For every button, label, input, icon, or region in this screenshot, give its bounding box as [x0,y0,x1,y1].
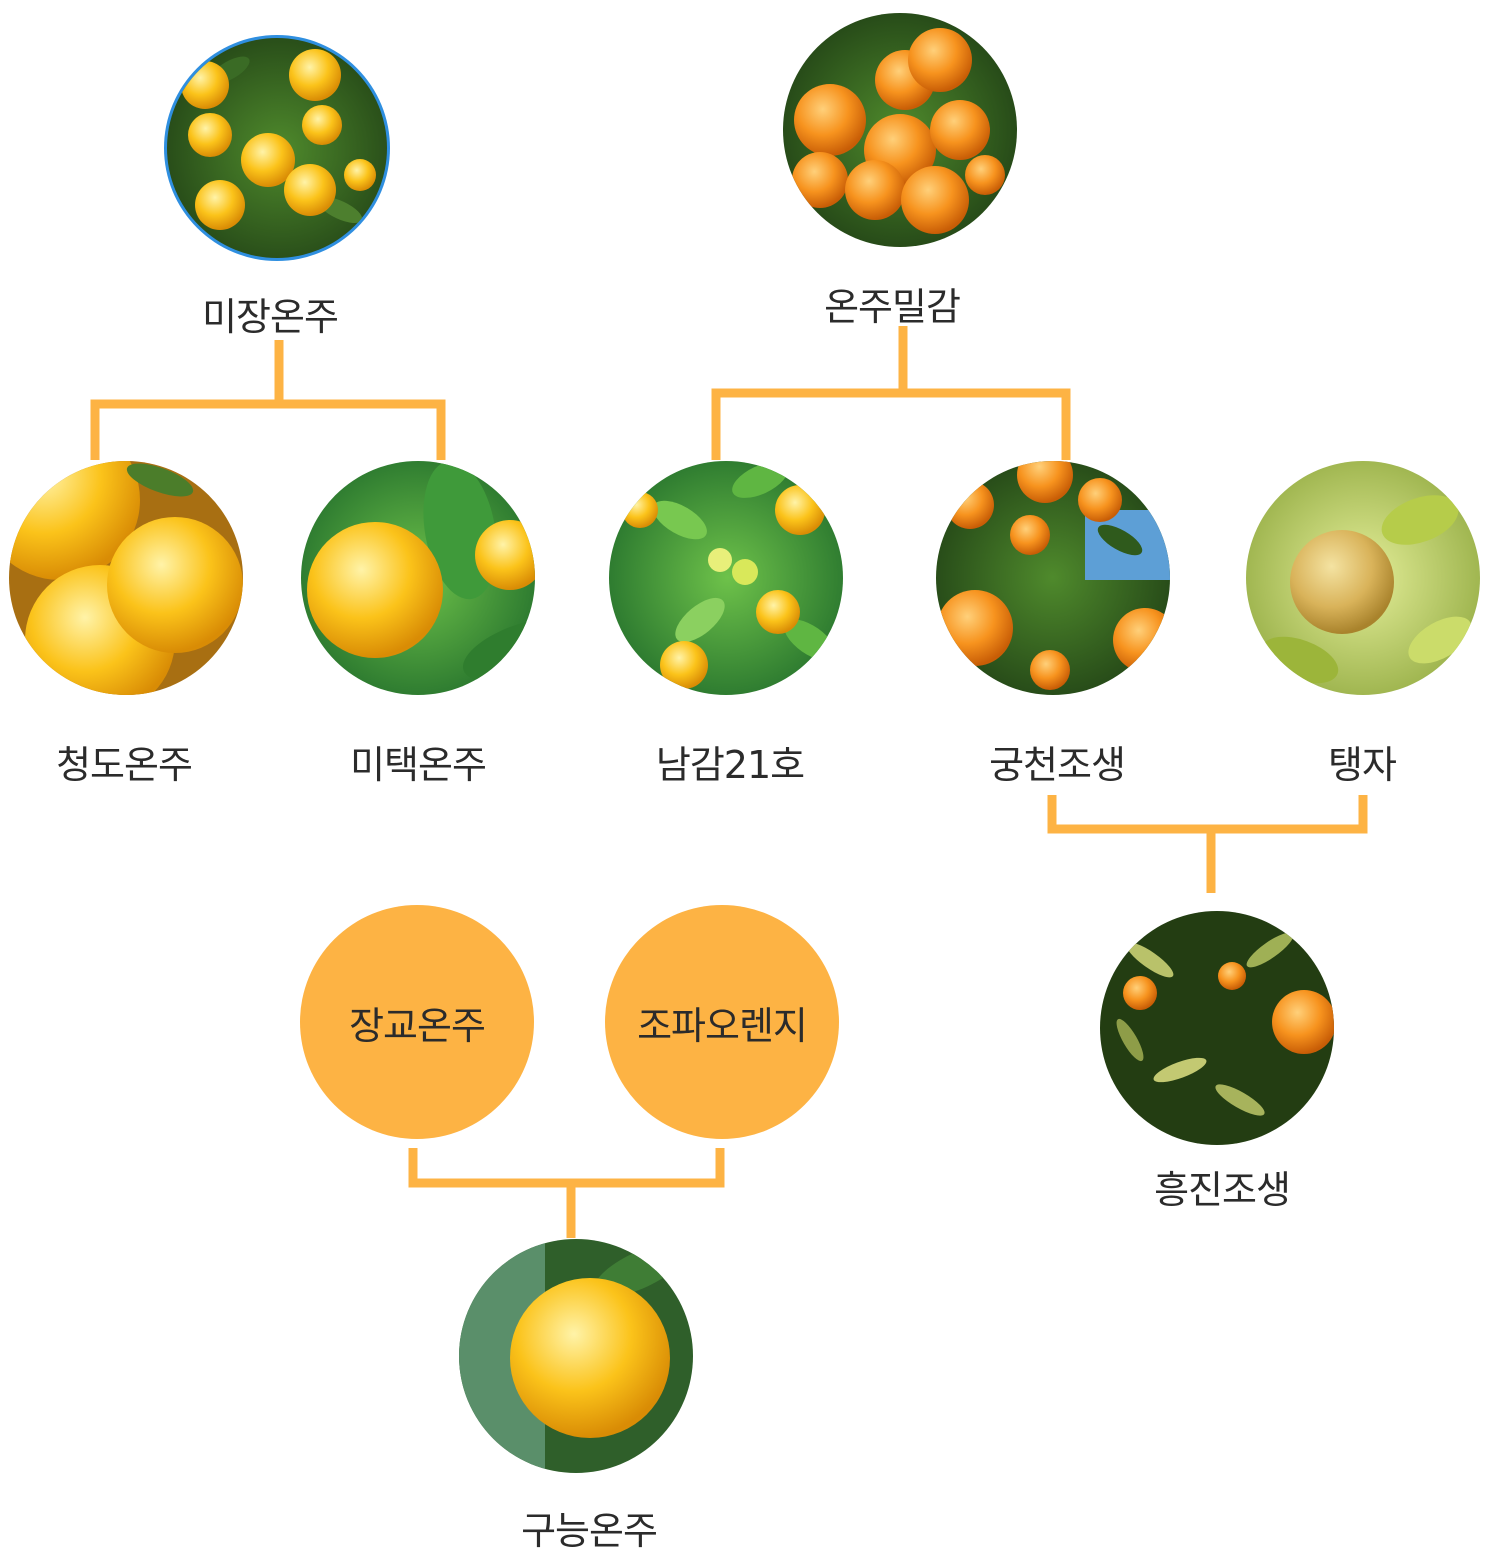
taengja-photo [1246,461,1480,695]
heungjin-photo [1100,911,1334,1145]
mijang-label: 미장온주 [202,295,339,339]
guneung-photo [459,1239,693,1473]
jopa-label: 조파오렌지 [637,1003,808,1048]
jopa-node: 조파오렌지 [605,905,839,1139]
onju-photo [783,13,1017,247]
janggyo-label: 장교온주 [349,1003,486,1048]
gungcheon-label: 궁천조생 [989,743,1126,787]
cheongdo-photo [9,461,243,695]
onju-label: 온주밀감 [824,285,961,329]
connector-guneung [408,1148,725,1238]
cheongdo-label: 청도온주 [56,743,193,787]
connector-onju [711,326,1071,460]
guneung-label: 구능온주 [521,1509,658,1553]
janggyo-node: 장교온주 [300,905,534,1139]
gungcheon-photo [936,461,1170,695]
heungjin-label: 흥진조생 [1154,1168,1291,1212]
mitaek-label: 미택온주 [350,743,487,787]
namgam-label: 남감21호 [655,743,805,787]
connector-mijang [90,340,446,460]
connector-heungjin [1047,795,1368,893]
taengja-label: 탱자 [1328,743,1397,787]
namgam-photo [609,461,843,695]
mijang-photo [164,35,390,261]
mitaek-photo [301,461,535,695]
